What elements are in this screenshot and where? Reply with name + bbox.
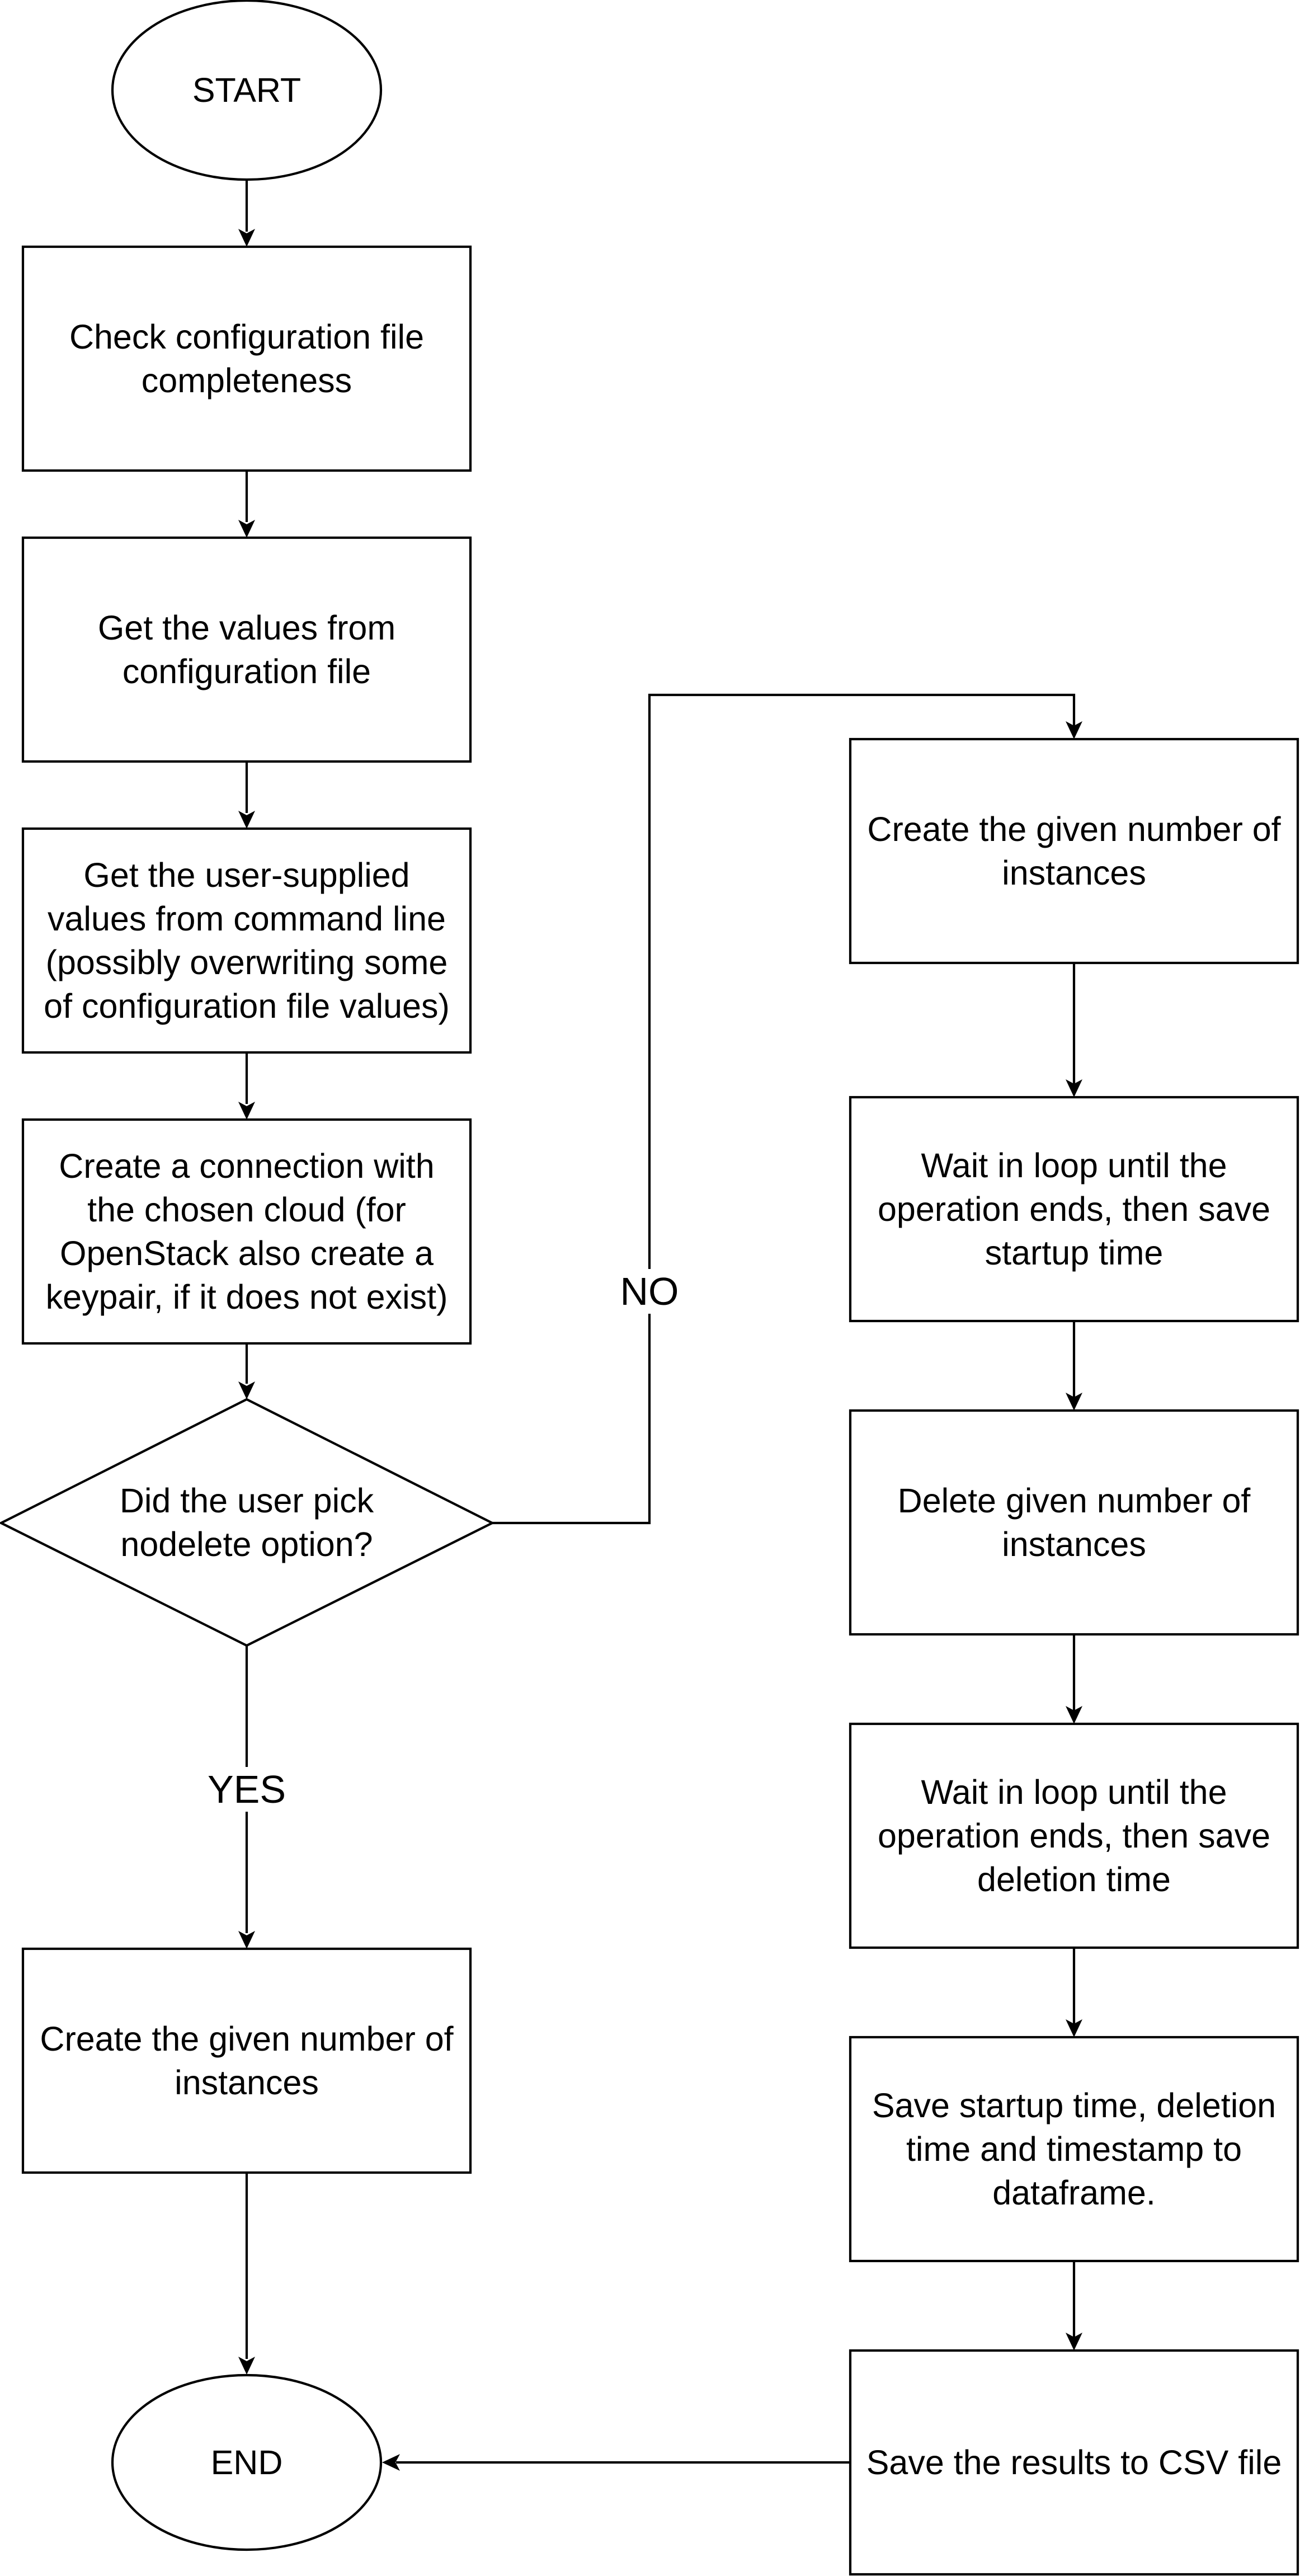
- arrowhead: [1066, 2333, 1082, 2351]
- create-instances-yes-label: Create the given number of instances: [40, 2020, 454, 2102]
- decision-diamond: [0, 1398, 495, 1647]
- get-user-values-label: Get the user-supplied values from comman…: [44, 856, 450, 1025]
- arrowhead: [238, 1381, 255, 1399]
- arrowhead: [1066, 1079, 1082, 1097]
- create-instances-yes-box: [21, 1947, 472, 2174]
- create-instances-no-label: Create the given number of instances: [867, 810, 1281, 892]
- end-terminal: [111, 2373, 383, 2551]
- end-label: END: [210, 2443, 283, 2481]
- delete-instances-label: Delete given number of instances: [897, 1482, 1251, 1563]
- arrowhead: [1066, 1706, 1082, 1724]
- arrowhead: [382, 2454, 400, 2471]
- wait-deletion-box: [849, 1722, 1299, 1949]
- wait-deletion-label: Wait in loop until the operation ends, t…: [877, 1773, 1270, 1898]
- save-csv-label: Save the results to CSV file: [866, 2443, 1282, 2481]
- arrowhead: [238, 229, 255, 247]
- arrowhead: [238, 1102, 255, 1120]
- get-values-label: Get the values from configuration file: [97, 609, 396, 690]
- start-label: START: [192, 71, 302, 109]
- get-user-values-box: [21, 827, 472, 1054]
- wait-startup-label: Wait in loop until the operation ends, t…: [877, 1146, 1270, 1272]
- save-dataframe-box: [849, 2036, 1299, 2263]
- edge-label-no: NO: [616, 1269, 683, 1314]
- save-dataframe-label: Save startup time, deletion time and tim…: [872, 2086, 1277, 2212]
- check-config-box: [21, 245, 472, 472]
- decision-label: Did the user pick nodelete option?: [119, 1482, 374, 1563]
- edge-label-yes: YES: [199, 1767, 294, 1812]
- get-values-box: [21, 536, 472, 763]
- delete-instances-box: [849, 1409, 1299, 1636]
- create-instances-no-box: [849, 737, 1299, 965]
- wait-startup-box: [849, 1096, 1299, 1323]
- arrowhead: [1066, 2019, 1082, 2037]
- arrowhead: [238, 2357, 255, 2375]
- create-connection-box: [21, 1118, 472, 1345]
- start-terminal: [111, 0, 383, 181]
- check-config-label: Check configuration file completeness: [69, 318, 425, 399]
- arrowhead: [1066, 721, 1082, 739]
- arrowhead: [1066, 1393, 1082, 1411]
- arrowhead: [238, 811, 255, 829]
- arrowhead: [238, 520, 255, 538]
- arrowhead: [238, 1931, 255, 1949]
- create-connection-label: Create a connection with the chosen clou…: [45, 1147, 448, 1316]
- arrowheads: [238, 229, 1082, 2471]
- edge-decision-no: [492, 693, 1076, 1525]
- save-csv-box: [849, 2349, 1299, 2576]
